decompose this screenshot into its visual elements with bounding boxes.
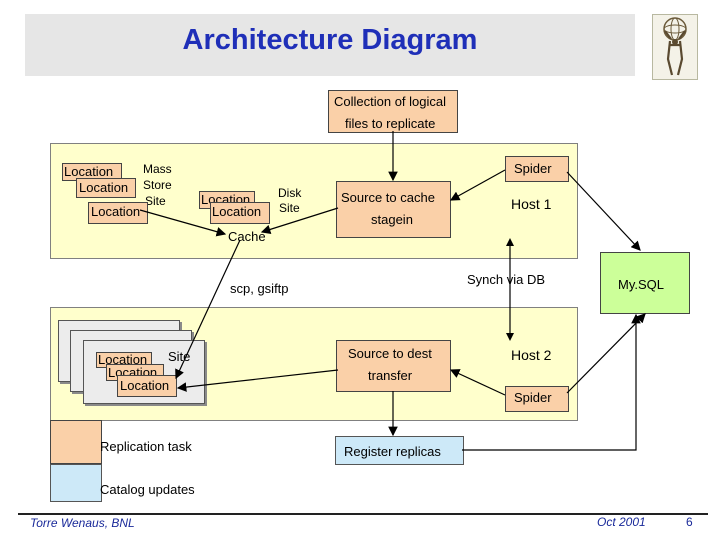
spider-top-label: Spider — [514, 161, 552, 176]
source-dest-box — [336, 340, 451, 392]
location-label-m1: Location — [64, 164, 114, 178]
source-cache-label: Source to cache — [341, 190, 435, 205]
synch-label: Synch via DB — [467, 272, 546, 287]
page-title: Architecture Diagram — [182, 24, 478, 56]
source-dest-label: Source to dest — [348, 346, 432, 361]
location-label-m2: Location — [79, 180, 129, 195]
stagein-label: stagein — [371, 212, 413, 227]
disk-site-label: Disk — [278, 186, 302, 200]
legend-replication-label: Replication task — [100, 439, 192, 454]
collection-label: Collection of logical — [334, 94, 447, 109]
legend-catalog-swatch — [50, 464, 102, 502]
transfer-label: transfer — [368, 368, 413, 383]
host1-box — [50, 143, 578, 259]
location-box-s3 — [117, 375, 177, 397]
mysql-label: My.SQL — [618, 277, 664, 292]
spider-top-box — [505, 156, 569, 182]
location-box-m2 — [76, 178, 136, 198]
location-label-s3: Location — [120, 378, 170, 393]
register-label: Register replicas — [344, 444, 441, 459]
title-band — [25, 14, 635, 76]
location-box-d2 — [210, 202, 270, 224]
location-label-d2: Location — [212, 204, 262, 219]
host2-label: Host 2 — [511, 347, 552, 363]
source-cache-box — [336, 181, 451, 238]
location-label-m3: Location — [91, 204, 141, 219]
atlas-logo — [652, 14, 698, 80]
spider-bottom-label: Spider — [514, 390, 552, 405]
legend-catalog-label: Catalog updates — [100, 482, 195, 497]
collection-label-2: files to replicate — [345, 116, 436, 131]
location-label-s1: Location — [98, 352, 148, 365]
page-number: 6 — [686, 515, 693, 529]
mass-store-label: Mass — [143, 162, 172, 176]
footer-author: Torre Wenaus, BNL — [30, 516, 135, 530]
cache-label: Cache — [228, 229, 266, 244]
footer-rule — [18, 513, 708, 515]
disk-site-label-2: Site — [279, 201, 300, 215]
legend-replication-swatch — [50, 420, 102, 464]
host1-label: Host 1 — [511, 196, 552, 212]
location-box-m3 — [88, 202, 148, 224]
location-label-s2: Location — [108, 365, 158, 378]
footer-date: Oct 2001 — [597, 515, 646, 529]
spider-bottom-box — [505, 386, 569, 412]
register-box — [335, 436, 464, 465]
mass-store-label-2: Store — [143, 178, 172, 192]
mass-store-label-3: Site — [145, 194, 166, 208]
scp-label: scp, gsiftp — [230, 281, 289, 296]
